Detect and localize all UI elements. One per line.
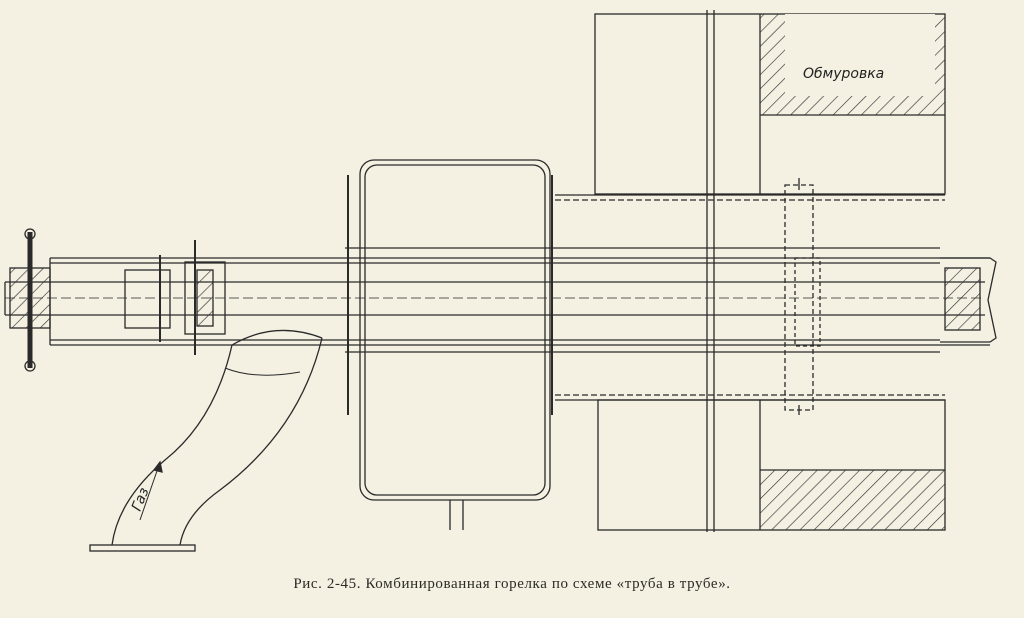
gland-flange: [124, 240, 226, 355]
wall-section-lines: [706, 10, 715, 532]
inner-oil-tube: [4, 257, 985, 347]
handwheel: [9, 228, 51, 372]
furnace-wall-upper: [594, 13, 946, 195]
wall-label: Обмуровка: [803, 66, 884, 82]
gas-elbow-pipe: [89, 329, 323, 552]
furnace-wall-lower: [597, 399, 946, 531]
air-box: [347, 159, 553, 530]
embrasure-casing: [555, 178, 945, 415]
outer-air-tube: [49, 247, 990, 353]
gas-label: Газ: [129, 485, 153, 513]
figure-caption: Рис. 2-45. Комбинированная горелка по сх…: [293, 576, 731, 592]
nozzle-tip: [940, 257, 997, 343]
